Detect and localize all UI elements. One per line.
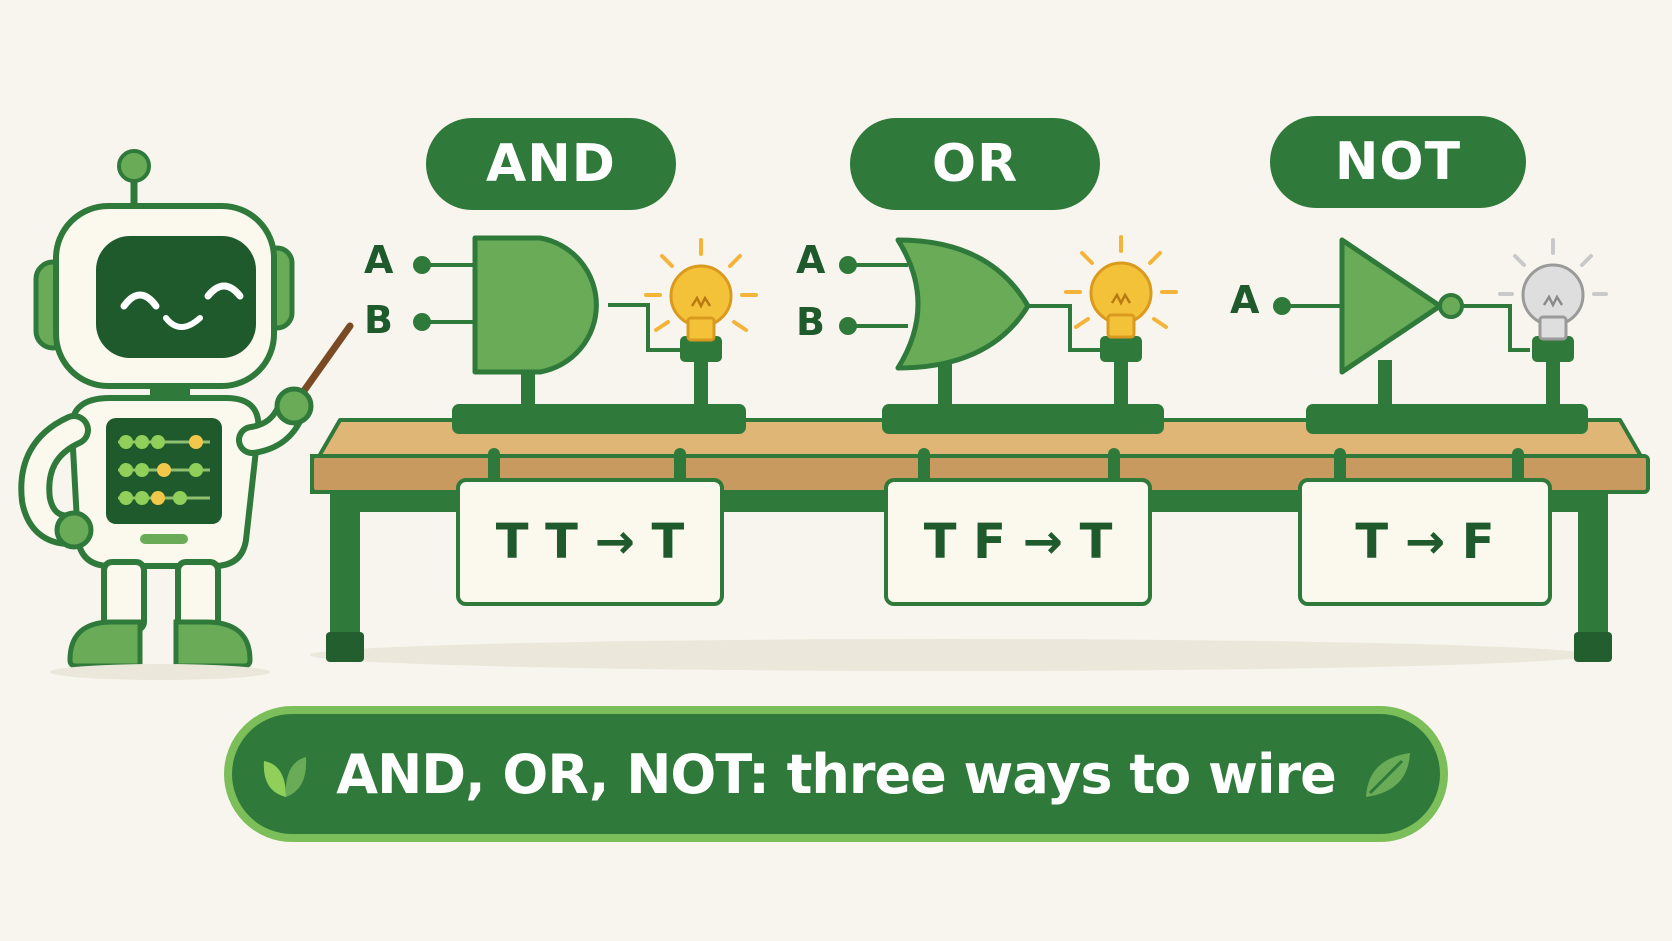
abacus-icon: [106, 418, 222, 524]
and-gate-title: AND: [426, 118, 676, 210]
and-input-a-terminal: [413, 256, 431, 274]
and-light-bulb-icon: [644, 238, 758, 342]
not-gate-title: NOT: [1270, 116, 1526, 208]
robot-eye-right: [204, 282, 244, 300]
and-gate-base: [452, 404, 746, 434]
caption-banner: AND, OR, NOT: three ways to wire: [224, 706, 1448, 842]
or-light-bulb-icon: [1064, 235, 1178, 339]
or-input-a-label: A: [796, 238, 826, 282]
not-light-bulb-off-icon: [1498, 238, 1608, 341]
robot-smile: [163, 315, 203, 330]
not-input-a-label: A: [1230, 278, 1260, 322]
and-input-b-terminal: [413, 313, 431, 331]
leaf-icon-left: [264, 757, 307, 797]
not-input-a-terminal: [1273, 297, 1291, 315]
and-truth-example: T T → T: [456, 478, 724, 606]
leaf-icon-right: [1365, 753, 1410, 797]
not-gate-assembly: [1273, 237, 1608, 434]
robot-face-screen: [96, 236, 256, 358]
or-input-a-terminal: [839, 256, 857, 274]
or-gate-title: OR: [850, 118, 1100, 210]
robot-foot-right: [173, 619, 253, 669]
and-input-b-label: B: [364, 298, 393, 342]
and-input-a-label: A: [364, 238, 394, 282]
robot-mascot: [18, 149, 354, 680]
or-truth-example: T F → T: [884, 478, 1152, 606]
not-inversion-bubble: [1438, 293, 1464, 319]
not-gate-base: [1306, 404, 1588, 434]
robot-hand-left: [54, 510, 94, 550]
or-gate-assembly: [839, 235, 1178, 434]
or-input-b-terminal: [839, 317, 857, 335]
pointer-stick-icon: [292, 322, 354, 406]
or-input-b-label: B: [796, 300, 825, 344]
not-truth-example: T → F: [1298, 478, 1552, 606]
robot-foot-left: [67, 619, 143, 669]
or-gate-base: [882, 404, 1164, 434]
robot-eye-left: [120, 291, 160, 310]
robot-hand-right: [274, 386, 314, 426]
caption-text: AND, OR, NOT: three ways to wire: [336, 742, 1336, 806]
and-gate-symbol: [472, 235, 599, 375]
floor-shadow: [310, 639, 1590, 671]
or-gate-symbol: [895, 237, 1031, 371]
antenna-ball: [117, 149, 151, 183]
and-gate-assembly: [413, 235, 758, 434]
not-gate-symbol: [1339, 237, 1443, 375]
